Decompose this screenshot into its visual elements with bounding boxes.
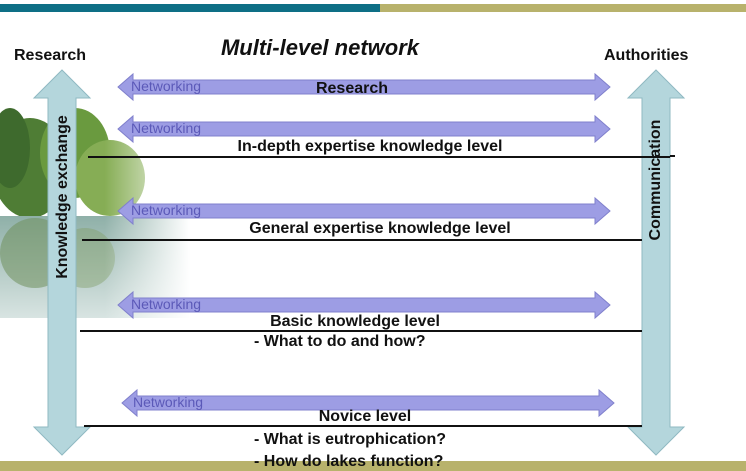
- level-line-general: [82, 239, 642, 241]
- novice-question: - How do lakes function?: [254, 453, 444, 470]
- networking-label: Networking: [131, 296, 202, 312]
- level-label-general: General expertise knowledge level: [249, 220, 511, 237]
- knowledge-exchange-arrow: [32, 69, 92, 456]
- networking-arrow-novice: [121, 388, 615, 418]
- level-line-basic: [80, 330, 642, 332]
- top-bar-left: [0, 4, 380, 12]
- communication-arrow: [626, 69, 686, 456]
- networking-arrow-research: [117, 72, 611, 102]
- bottom-bar: [0, 461, 746, 471]
- authorities-heading: Authorities: [604, 47, 689, 64]
- top-bar-right: [380, 4, 746, 12]
- novice-question: - What is eutrophication?: [254, 431, 446, 448]
- networking-arrow-indepth: [117, 114, 611, 144]
- communication-label: Communication: [647, 119, 664, 241]
- networking-arrow-basic: [117, 290, 611, 320]
- research-level-label: Research: [315, 80, 389, 97]
- level-label-basic: Basic knowledge level: [270, 313, 440, 330]
- level-label-novice: Novice level: [318, 408, 412, 425]
- level-line-novice: [84, 425, 642, 427]
- networking-label: Networking: [131, 202, 202, 218]
- networking-label: Networking: [133, 394, 204, 410]
- level-label-indepth: In-depth expertise knowledge level: [237, 138, 503, 155]
- knowledge-exchange-label: Knowledge exchange: [54, 115, 71, 279]
- networking-label: Networking: [131, 120, 202, 136]
- basic-question: - What to do and how?: [254, 333, 426, 350]
- diagram-title: Multi-level network: [220, 35, 420, 60]
- networking-arrow-general: [117, 196, 611, 226]
- tick-mark: [670, 155, 675, 157]
- networking-label: Networking: [131, 78, 202, 94]
- level-line-indepth: [88, 156, 670, 158]
- research-heading: Research: [14, 47, 87, 64]
